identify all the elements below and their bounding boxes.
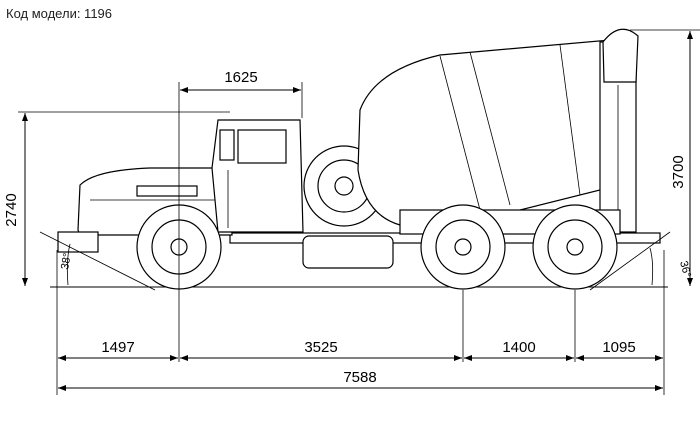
- rear-overhang-dimension: 1095: [602, 339, 635, 356]
- wheelbase-rear-dimension: 1400: [502, 339, 535, 356]
- front-overhang-dimension: 1497: [101, 339, 134, 356]
- rear-wheel: [532, 204, 618, 290]
- total-length-dimension: 7588: [343, 369, 376, 386]
- total-height-dimension: 3700: [670, 155, 687, 188]
- approach-angle-label: 38°: [59, 252, 74, 270]
- cab-length-dimension: 1625: [224, 69, 257, 86]
- wheelbase-front-dimension: 3525: [304, 339, 337, 356]
- departure-angle-label: 36°: [677, 260, 693, 279]
- model-code-label: Код модели: 1196: [6, 6, 113, 21]
- truck-silhouette: [57, 28, 661, 269]
- cab-height-dimension: 2740: [3, 193, 20, 226]
- middle-wheel: [420, 204, 506, 290]
